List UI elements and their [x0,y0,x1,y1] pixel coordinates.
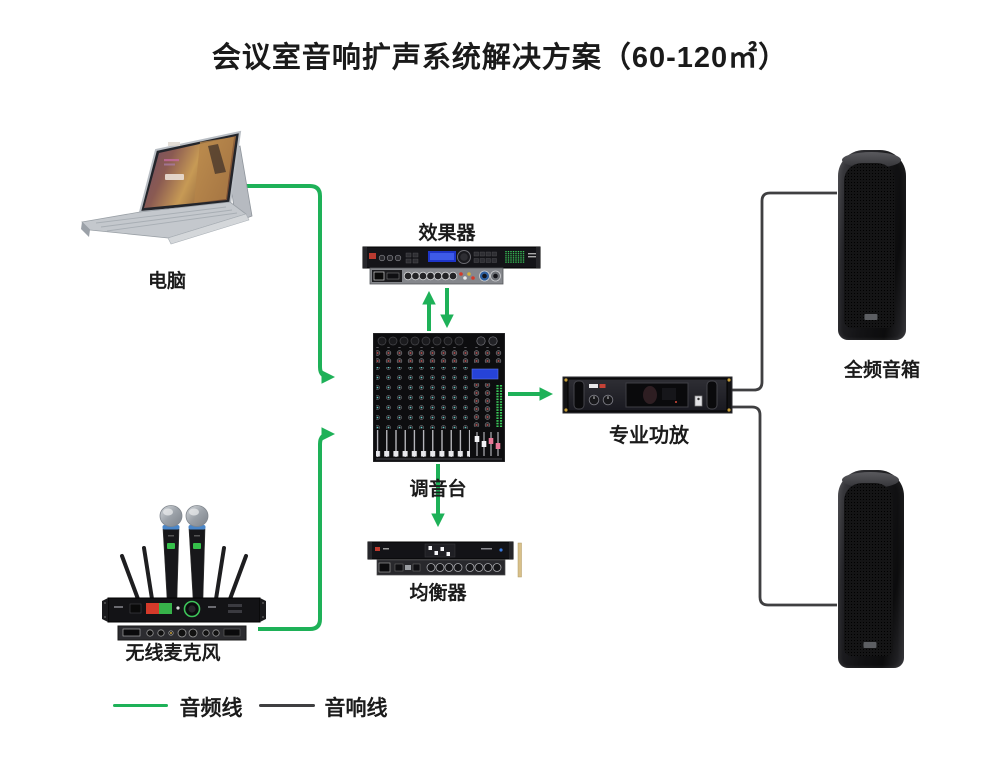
microphone-2 [185,505,209,599]
effects-label: 效果器 [418,223,476,244]
amp-handle-left [573,380,585,410]
legend-audio-cable-label: 音频线 [179,697,243,720]
equalizer-image [363,540,523,580]
amplifier-label: 专业功放 [609,425,689,447]
speaker-top-grille [844,163,895,328]
laptop-image [68,112,263,252]
speaker-line-amp-to-bottom-speaker [731,405,837,607]
receiver-rear-panel [117,625,247,641]
mixer-image [372,332,506,463]
equalizer-label: 均衡器 [409,583,467,604]
speaker-top-image [838,150,906,340]
speaker-bottom-grille [844,483,893,656]
speaker-bottom-logo [863,642,877,648]
computer-label: 电脑 [147,271,186,292]
amplifier-image [558,372,736,418]
speaker-top-logo [864,314,878,320]
amp-power-switch [694,395,703,407]
legend-speaker-cable-swatch [259,704,315,707]
mixer-label: 调音台 [409,479,467,500]
speakers-label: 全频音箱 [843,360,920,381]
laptop-stand-foot [167,213,250,245]
legend-speaker-cable-label: 音响线 [324,697,388,720]
amp-handle-right [706,380,718,410]
microphone-1 [159,505,183,599]
diagram-title: 会议室音响扩声系统解决方案（60-120㎡） [211,42,789,74]
wireless-mic-image [100,500,270,642]
effects-processor-image [360,243,545,299]
receiver-antennas [120,546,248,601]
receiver-front-panel [102,597,266,623]
wireless-mic-label: 无线麦克风 [125,643,221,664]
amp-logo [589,384,598,388]
speaker-bottom-image [838,470,904,668]
mixer-lcd [471,368,499,380]
amp-knobs [588,394,614,406]
legend-audio-cable-swatch [113,704,168,707]
